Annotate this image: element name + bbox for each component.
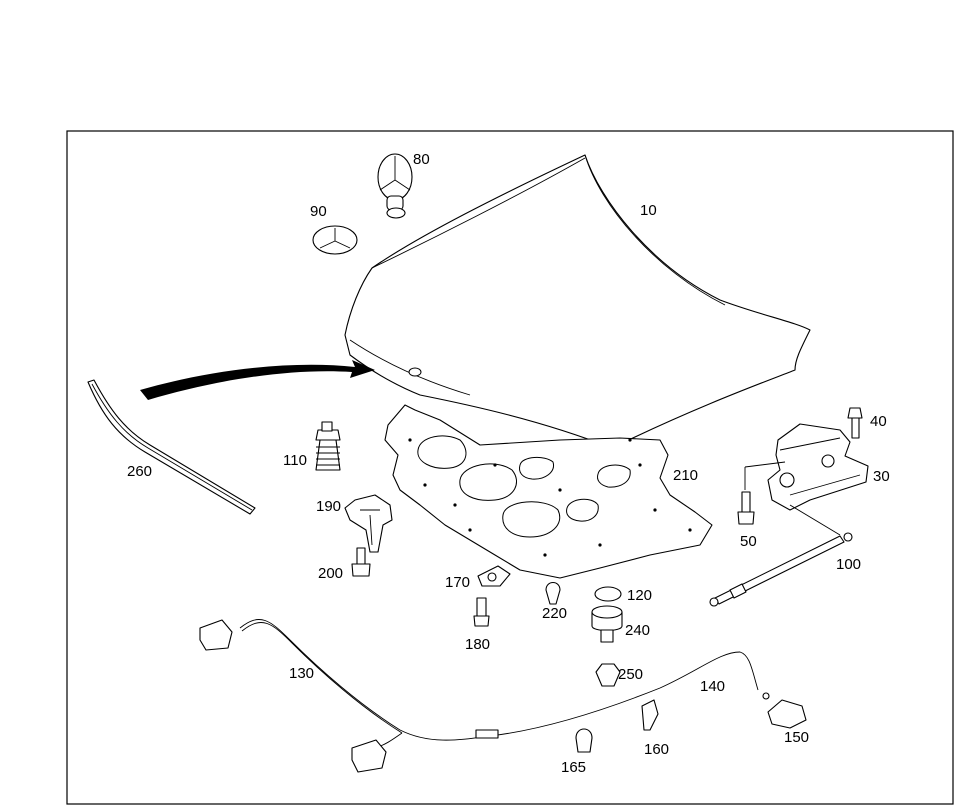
hood-hinge: [767, 423, 869, 511]
latch-bracket: [344, 494, 393, 553]
label-50: 50: [740, 533, 757, 550]
label-100: 100: [836, 556, 861, 573]
buffer-spring: [315, 421, 341, 471]
star-emblem: [377, 153, 413, 219]
push-clip-220: [545, 581, 561, 605]
clip-170: [477, 565, 511, 587]
label-260: 260: [127, 463, 152, 480]
label-150: 150: [784, 729, 809, 746]
cable-clamp: [575, 728, 593, 753]
nut-250: [595, 663, 621, 687]
label-250: 250: [618, 666, 643, 683]
hood-lock-right: [351, 739, 387, 773]
label-160: 160: [644, 741, 669, 758]
rubber-stop-240: [591, 605, 623, 643]
label-140: 140: [700, 678, 725, 695]
washer-120: [594, 586, 622, 602]
diagram-frame: [66, 130, 954, 805]
label-40: 40: [870, 413, 887, 430]
gas-strut: [709, 532, 853, 607]
seal-strip: [87, 379, 256, 515]
hood-panel: [344, 154, 811, 449]
direction-arrow: [140, 360, 375, 400]
label-165: 165: [561, 759, 586, 776]
bolt-40: [847, 407, 863, 439]
label-210: 210: [673, 467, 698, 484]
bolt-200: [351, 547, 371, 577]
callout-labels: 80 90 10 40 110 260 210 30 190 50 100 20…: [127, 151, 890, 776]
label-190: 190: [316, 498, 341, 515]
label-90: 90: [310, 203, 327, 220]
label-220: 220: [542, 605, 567, 622]
label-10: 10: [640, 202, 657, 219]
label-120: 120: [627, 587, 652, 604]
insulation-mat: [384, 404, 713, 579]
cable-bracket: [641, 699, 659, 731]
bolt-180: [473, 597, 490, 627]
label-200: 200: [318, 565, 343, 582]
label-130: 130: [289, 665, 314, 682]
label-240: 240: [625, 622, 650, 639]
leader-lines: [744, 461, 841, 536]
bolt-50: [737, 491, 755, 525]
star-badge: [312, 225, 358, 255]
label-80: 80: [413, 151, 430, 168]
hood-lock-left: [199, 619, 233, 651]
label-110: 110: [283, 452, 307, 469]
release-handle: [762, 692, 807, 729]
label-170: 170: [445, 574, 470, 591]
release-cable: [239, 619, 759, 749]
label-180: 180: [465, 636, 490, 653]
label-30: 30: [873, 468, 890, 485]
